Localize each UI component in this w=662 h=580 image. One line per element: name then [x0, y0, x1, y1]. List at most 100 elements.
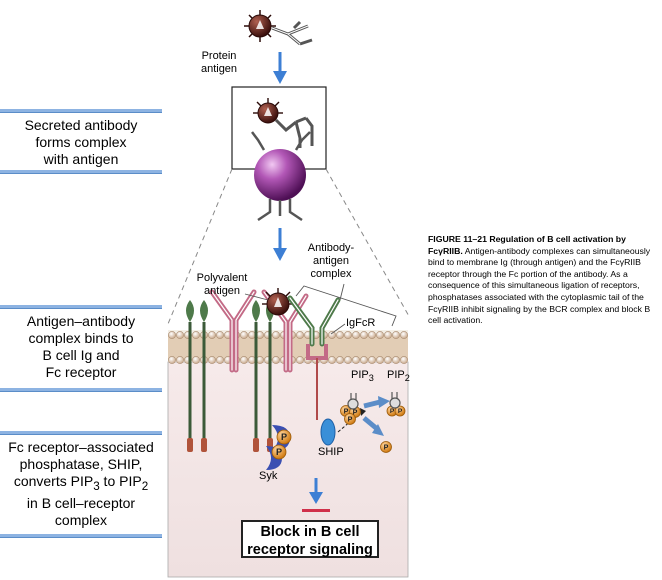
pip3-label-text: PIP	[351, 369, 369, 381]
step3-line5: complex	[54, 511, 108, 528]
antigen-in-box	[253, 98, 283, 124]
membrane-ig-bcr	[209, 289, 309, 373]
phosphate-label: P	[384, 442, 389, 451]
phosphate-icon	[394, 405, 406, 417]
step2-rule-top	[0, 305, 162, 309]
complex-label-line3: complex	[310, 268, 352, 280]
phosphate-label: P	[398, 408, 403, 415]
ship-label: SHIP	[318, 446, 344, 458]
lipid-head	[192, 331, 200, 339]
polyvalent-leader	[244, 293, 269, 301]
lipid-head	[272, 331, 280, 339]
phosphate-label: P	[344, 406, 349, 415]
phosphate-icon	[271, 444, 287, 460]
zoom-guide-right	[325, 168, 411, 319]
step1-line1: Secreted antibody	[24, 117, 138, 133]
step1-line2: forms complex	[35, 134, 127, 150]
lipid-head	[344, 331, 352, 339]
lipid-head	[208, 331, 216, 339]
complex-bracket-leader	[339, 283, 345, 301]
step2-line1: Antigen–antibody	[26, 313, 136, 329]
igfc-receptor	[306, 344, 328, 420]
lipid-head	[360, 356, 368, 364]
lipid-head	[208, 356, 216, 364]
complex-label-line2: antigen	[312, 255, 350, 267]
caption-body: Antigen-antibody complexes can simultane…	[428, 245, 651, 326]
step3-rule-bottom	[0, 534, 162, 538]
lipid-head	[240, 356, 248, 364]
bound-antibody	[287, 295, 341, 347]
lipid-head	[216, 356, 224, 364]
protein-antigen-label: Protein antigen	[193, 50, 245, 76]
lipid-head	[192, 356, 200, 364]
lipid-head	[368, 356, 376, 364]
protein-antigen-label-line1: Protein	[201, 50, 237, 62]
lipid-head	[176, 331, 184, 339]
complex-label-line1: Antibody-	[307, 242, 355, 254]
step3-line2: phosphatase, SHIP,	[19, 456, 143, 472]
caption-title: FIGURE 11–21 Regulation of B cell activa…	[428, 234, 626, 256]
step1-rule-bottom	[0, 170, 162, 174]
polyvalent-antigen-label: Polyvalent antigen	[191, 272, 253, 298]
step3-line4: in B cell–receptor	[26, 494, 136, 511]
antibody-antigen-complex-label: Antibody- antigen complex	[300, 242, 362, 281]
block-signaling-line1: Block in B cell	[260, 524, 360, 540]
phosphate-icon	[276, 429, 292, 445]
lipid-head	[336, 356, 344, 364]
ig-alpha-beta-left	[186, 300, 208, 452]
polyvalent-label-line2: antigen	[203, 285, 241, 297]
syk-label: Syk	[259, 470, 278, 482]
step1-line3: with antigen	[43, 151, 119, 167]
step2-line4: Fc receptor	[45, 364, 117, 380]
step2-line3: B cell Ig and	[42, 347, 120, 363]
pip2-molecule	[389, 392, 401, 409]
step1-label: Secreted antibody forms complex with ant…	[0, 117, 162, 168]
pip2-label-sub: 2	[404, 373, 410, 384]
lipid-head	[176, 356, 184, 364]
pip3-label-sub: 3	[368, 373, 374, 384]
phosphate-label: P	[281, 432, 287, 442]
lipid-head	[368, 331, 376, 339]
lipid-head	[272, 356, 280, 364]
lipid-head	[392, 331, 400, 339]
secreted-antibody-top	[271, 20, 313, 46]
lipid-head	[296, 331, 304, 339]
lipid-head	[376, 331, 384, 339]
lipid-head	[168, 356, 176, 364]
step3-line3-mid: to PIP	[99, 473, 142, 489]
lipid-head	[240, 331, 248, 339]
polyvalent-antigen	[262, 288, 294, 316]
zoom-guide-left	[167, 168, 233, 325]
step2-label: Antigen–antibody complex binds to B cell…	[0, 313, 162, 381]
block-arrow	[302, 478, 330, 512]
step3-line3-sub2: 2	[141, 479, 149, 493]
phosphate-icon	[344, 413, 356, 425]
pip2-label-text: PIP	[387, 369, 405, 381]
phosphate-icon	[380, 441, 392, 453]
arrow-down-1	[273, 52, 287, 84]
lipid-head	[352, 356, 360, 364]
conversion-arrows	[362, 396, 390, 436]
lipid-head	[336, 331, 344, 339]
step3-line3-sub: 3	[93, 479, 100, 493]
pip2-label: PIP2	[387, 369, 410, 385]
protein-antigen-label-line2: antigen	[200, 63, 238, 75]
step3-label: Fc receptor–associated phosphatase, SHIP…	[0, 439, 162, 529]
phosphate-label: P	[276, 447, 282, 457]
antibody-in-box	[274, 116, 314, 148]
step2-line2: complex binds to	[28, 330, 134, 346]
phosphate-label: P	[390, 408, 395, 415]
ship-phosphatase	[320, 418, 336, 446]
step3-line1: Fc receptor–associated	[8, 439, 154, 455]
lipid-head	[360, 331, 368, 339]
step3-line3: converts PIP3 to PIP2	[0, 473, 162, 495]
protein-antigen-top	[244, 10, 276, 42]
complex-bracket	[295, 285, 397, 327]
b-cell-sphere	[251, 131, 311, 222]
lipid-head	[352, 331, 360, 339]
lipid-head	[384, 356, 392, 364]
lipid-head	[400, 356, 408, 364]
lipid-head	[384, 331, 392, 339]
